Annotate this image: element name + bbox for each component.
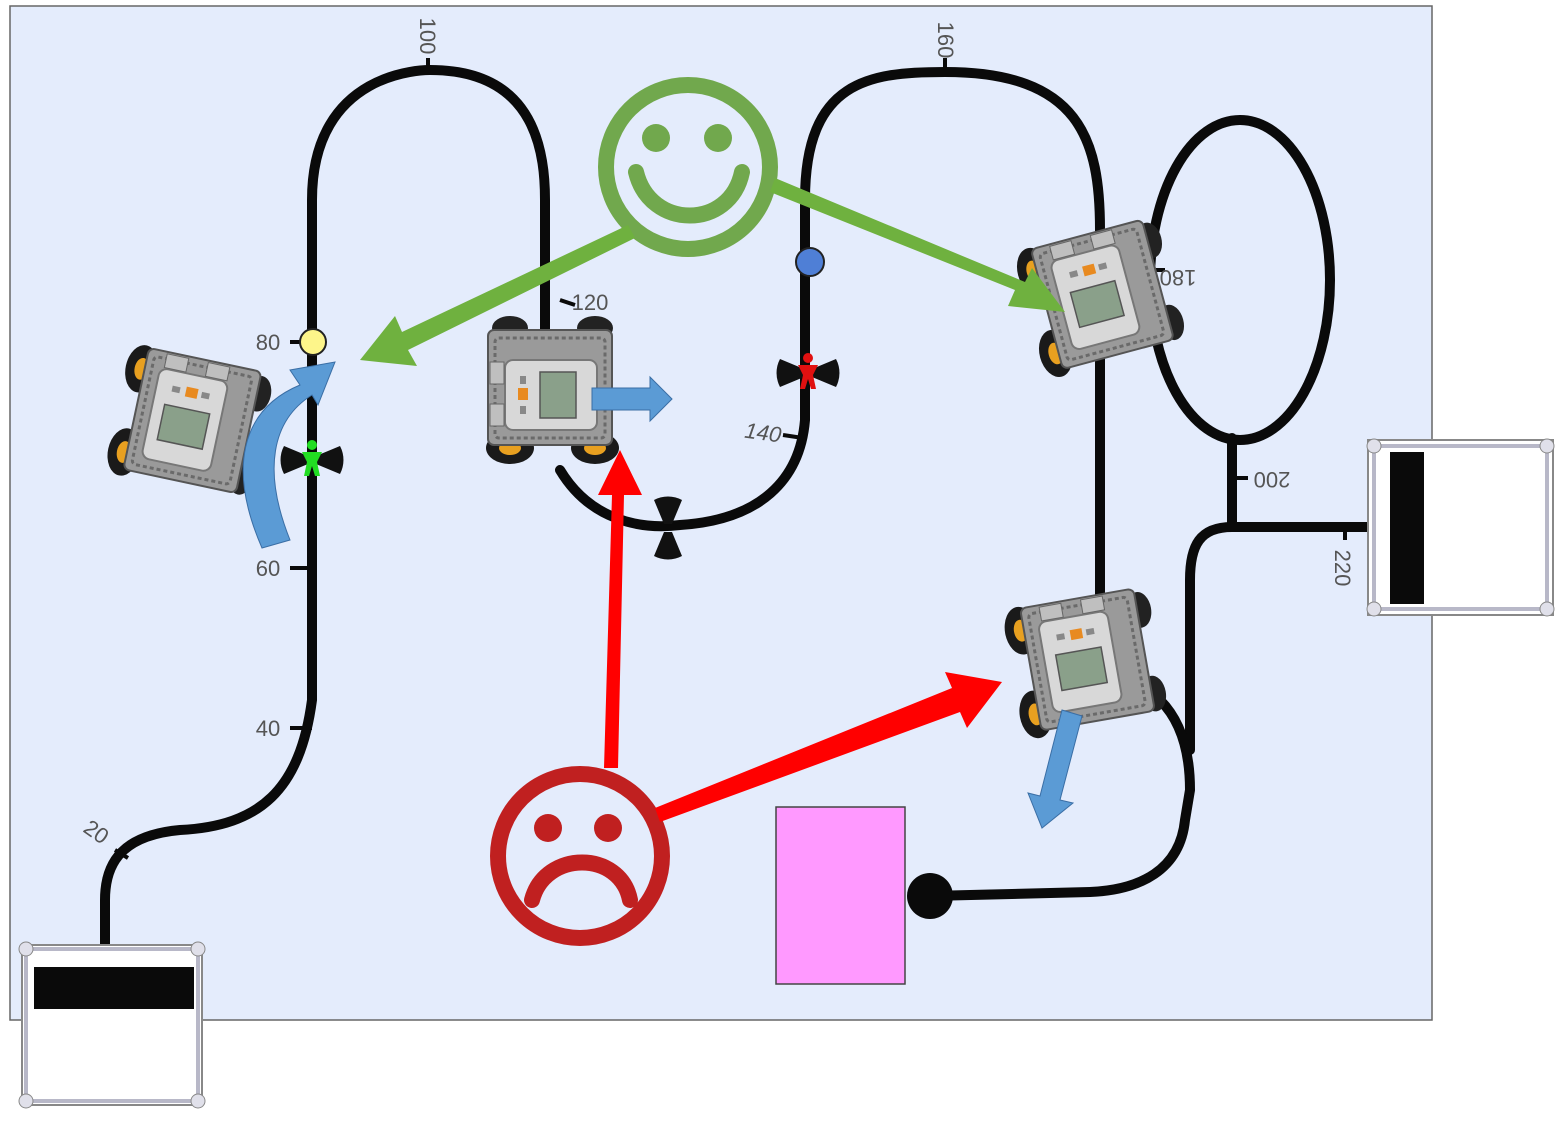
curved-move-arrow (242, 361, 336, 549)
blue-checkpoint (795, 247, 825, 277)
marker-180: 180 (1160, 265, 1197, 290)
side-dock (1366, 438, 1555, 617)
smiley-face-icon (598, 77, 778, 257)
yellow-checkpoint (299, 328, 327, 356)
bad-arrow-up (598, 450, 642, 768)
marker-80: 80 (256, 330, 280, 355)
start-dock (17, 940, 207, 1110)
good-arrow-left (360, 225, 635, 366)
move-arrows (242, 361, 1083, 829)
green-pedestrian (280, 440, 344, 476)
marker-100: 100 (415, 18, 440, 55)
down-move-arrow (1027, 709, 1083, 829)
bad-arrows (598, 450, 1002, 822)
good-arrows (360, 178, 1065, 366)
good-arrow-right (770, 178, 1065, 312)
bad-arrow-right (655, 672, 1002, 822)
red-pedestrian (776, 353, 840, 389)
right-move-arrow (591, 375, 673, 423)
sad-face-icon (490, 766, 670, 946)
marker-120: 120 (572, 290, 609, 315)
marker-40: 40 (256, 716, 280, 741)
marker-140: 140 (743, 418, 784, 448)
distance-labels: 20 40 60 80 100 120 140 160 180 200 220 (79, 18, 1355, 849)
marker-60: 60 (256, 556, 280, 581)
marker-220: 220 (1330, 550, 1355, 587)
target-zone (775, 806, 906, 985)
finish-dot (907, 873, 953, 919)
board (9, 5, 1433, 1021)
marker-160: 160 (933, 22, 958, 59)
marker-200: 200 (1254, 467, 1291, 492)
